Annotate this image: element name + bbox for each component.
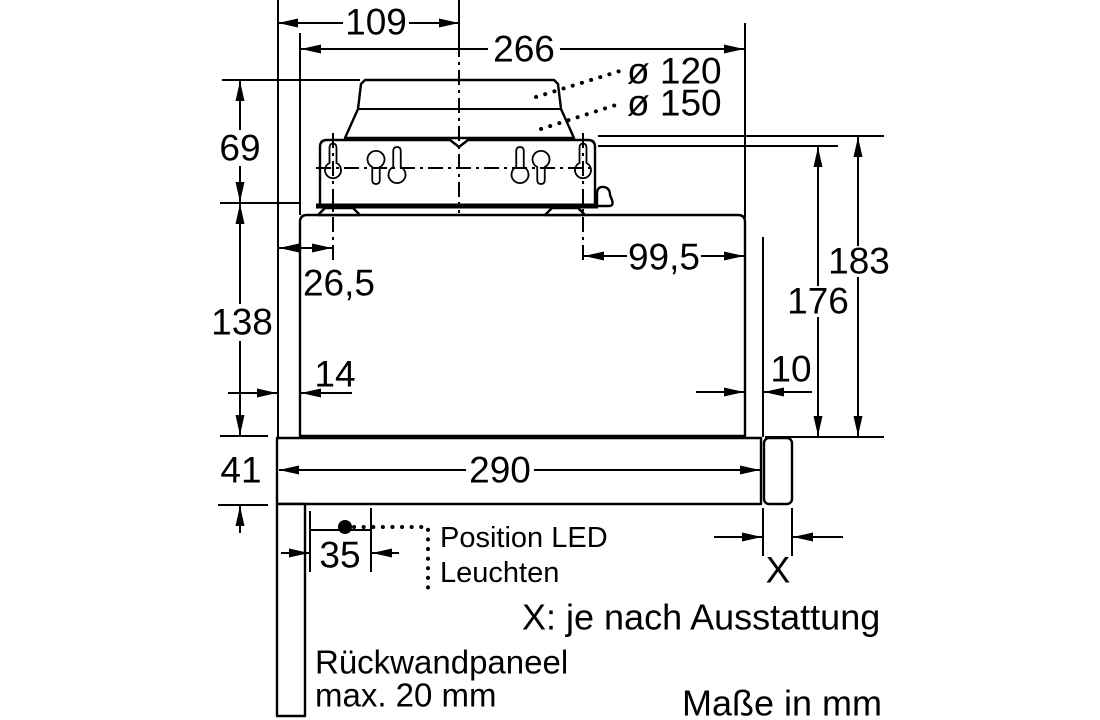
label-290: 290	[469, 450, 531, 491]
label-26-5: 26,5	[303, 263, 375, 304]
label-69: 69	[219, 128, 260, 169]
note-x-equipment: X: je nach Ausstattung	[522, 597, 880, 638]
keyhole-slot-inner-left-a	[366, 150, 386, 185]
label-176: 176	[787, 281, 849, 322]
note-back-panel-line1: Rückwandpaneel	[315, 644, 568, 681]
bracket-foot-left	[316, 206, 362, 217]
led-position-dot	[338, 520, 352, 534]
dimension-labels: 109 266 ø 120 ø 150 69 26,5 99,5 183 176…	[211, 2, 890, 591]
handle-end-piece	[762, 436, 794, 506]
leader-led-position	[352, 525, 430, 593]
label-183: 183	[828, 241, 890, 282]
label-dia-120: ø 120	[627, 51, 722, 92]
label-41: 41	[220, 450, 261, 491]
note-units: Maße in mm	[682, 683, 882, 720]
leader-lines	[338, 69, 624, 593]
label-138: 138	[211, 302, 273, 343]
note-led-position-line1: Position LED	[440, 522, 608, 554]
label-dia-150: ø 150	[627, 83, 722, 124]
annotation-texts: Position LED Leuchten X: je nach Ausstat…	[315, 522, 882, 720]
label-x: X	[766, 550, 791, 591]
label-14: 14	[314, 354, 355, 395]
keyhole-slot-outer-right	[574, 142, 592, 180]
label-backgrounds	[212, 6, 888, 487]
label-35: 35	[319, 535, 360, 576]
centerlines	[316, 42, 596, 263]
label-99-5: 99,5	[628, 237, 700, 278]
back-wall-panel	[275, 502, 307, 718]
bracket-hook	[595, 185, 614, 208]
note-led-position-line2: Leuchten	[440, 557, 559, 589]
label-266: 266	[493, 29, 555, 70]
keyhole-slot-inner-right-b	[531, 150, 551, 185]
bracket-foot-right	[543, 206, 587, 217]
label-10: 10	[770, 349, 811, 390]
keyhole-slot-outer-left	[324, 142, 342, 180]
label-109: 109	[345, 2, 407, 43]
extension-lines	[218, 0, 884, 572]
mounting-bracket	[318, 138, 597, 208]
note-back-panel-line2: max. 20 mm	[315, 677, 497, 714]
